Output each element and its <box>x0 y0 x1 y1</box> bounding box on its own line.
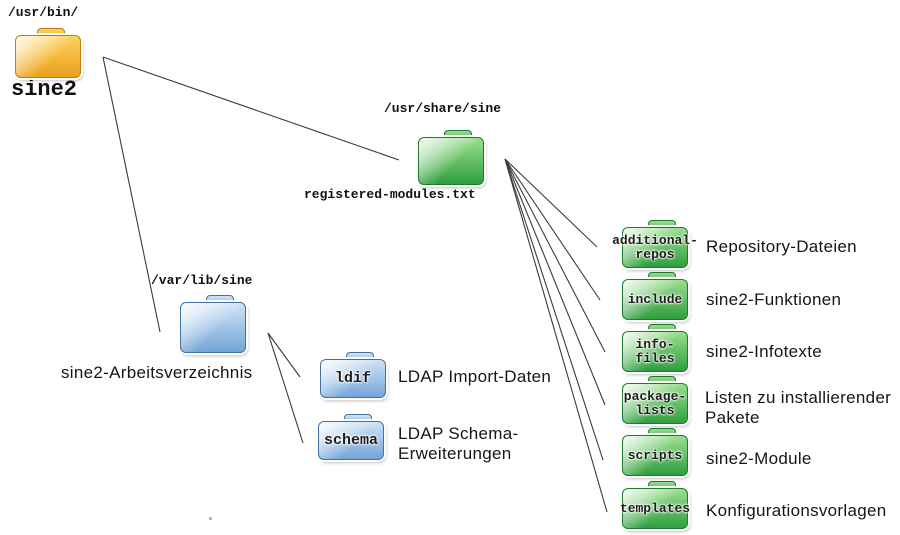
folder-name-schema: schema <box>323 431 378 449</box>
folder-icon-scripts: scripts <box>622 428 688 476</box>
description-schema: LDAP Schema- Erweiterungen <box>398 424 518 464</box>
connector-usrshare-to-include <box>504 158 601 301</box>
folder-name-package-lists: package- lists <box>623 388 687 418</box>
folder-icon-additional-repos: additional- repos <box>612 220 698 268</box>
connector-usrbin-to-varlib <box>102 56 161 333</box>
folder-body: scripts <box>622 435 688 476</box>
description-include: sine2-Funktionen <box>706 290 842 309</box>
connector-varlib-to-schema <box>267 332 304 444</box>
folder-name-info-files: info- files <box>635 336 675 366</box>
caption-sine2-binary: sine2 <box>11 77 78 102</box>
folder-name-scripts: scripts <box>627 447 683 463</box>
folder-icon-info-files: info- files <box>622 324 688 372</box>
description-templates: Konfigurationsvorlagen <box>706 501 887 520</box>
connector-usrshare-to-templates <box>504 158 608 513</box>
folder-body: ldif <box>320 359 386 398</box>
folder-name-include: include <box>627 291 683 307</box>
description-info-files: sine2-Infotexte <box>706 342 823 361</box>
folder-icon-schema: schema <box>318 414 384 460</box>
folder-body: info- files <box>622 331 688 372</box>
folder-body <box>180 302 246 353</box>
connector-usrshare-to-additional-repos <box>504 158 598 248</box>
folder-body: schema <box>318 421 384 460</box>
description-var-lib-sine: sine2-Arbeitsverzeichnis <box>61 363 253 382</box>
folder-body: include <box>622 279 688 320</box>
stray-pixel-artifact <box>209 517 212 520</box>
connector-usrshare-to-info-files <box>504 158 606 353</box>
folder-icon-package-lists: package- lists <box>622 376 688 424</box>
path-label-usr-share-sine: /usr/share/sine <box>384 101 502 116</box>
path-label-var-lib-sine: /var/lib/sine <box>151 273 253 288</box>
folder-body: additional- repos <box>612 227 698 268</box>
folder-body <box>15 35 81 78</box>
folder-body <box>418 137 484 185</box>
description-package-lists: Listen zu installierender Pakete <box>705 388 892 427</box>
connector-usrbin-to-usrshare <box>102 56 400 161</box>
folder-icon-usr-share-sine <box>418 130 484 185</box>
description-scripts: sine2-Module <box>706 449 812 468</box>
connector-usrshare-to-scripts <box>504 158 604 461</box>
folder-name-templates: templates <box>619 500 691 516</box>
description-schema-line1: LDAP Schema- <box>398 424 519 443</box>
folder-icon-templates: templates <box>619 481 691 529</box>
folder-icon-ldif: ldif <box>320 352 386 398</box>
folder-body: package- lists <box>622 383 688 424</box>
folder-icon-include: include <box>622 272 688 320</box>
file-label-registered-modules: registered-modules.txt <box>304 187 476 202</box>
folder-body: templates <box>619 488 691 529</box>
description-ldif: LDAP Import-Daten <box>398 367 552 386</box>
description-schema-line2: Erweiterungen <box>398 444 512 463</box>
folder-icon-usr-bin <box>15 28 81 78</box>
connector-varlib-to-ldif <box>267 332 301 378</box>
path-label-usr-bin: /usr/bin/ <box>8 5 79 20</box>
folder-icon-var-lib-sine <box>180 295 246 353</box>
description-additional-repos: Repository-Dateien <box>706 237 857 256</box>
folder-name-additional-repos: additional- repos <box>612 232 698 262</box>
folder-name-ldif: ldif <box>334 369 371 387</box>
